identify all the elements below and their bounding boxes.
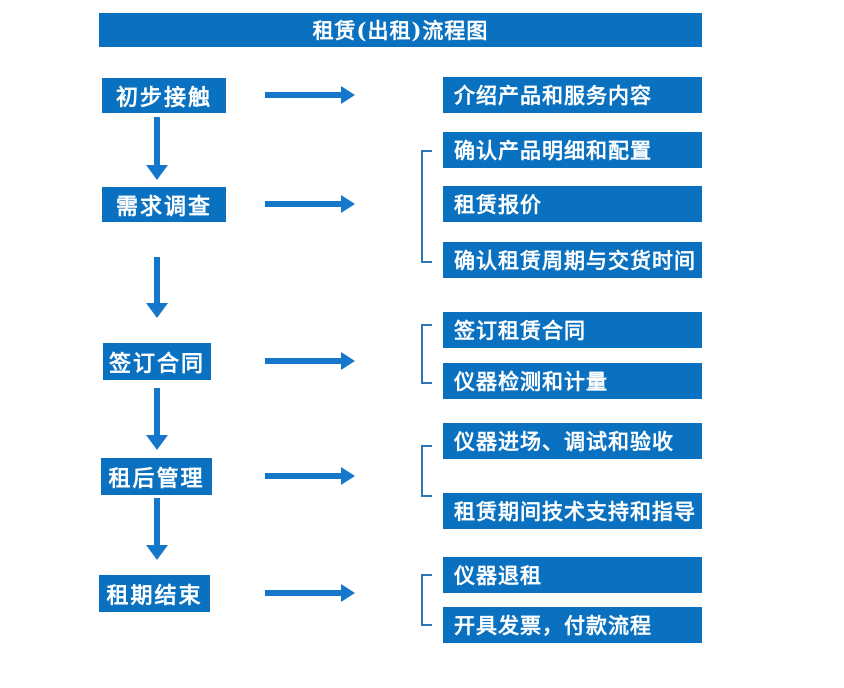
output-box-invoice-payment: 开具发票，付款流程 [443, 607, 702, 643]
step-box-sign-contract: 签订合同 [103, 343, 211, 380]
output-box-tech-support: 租赁期间技术支持和指导 [443, 493, 702, 529]
right-arrow-shaft [265, 92, 341, 98]
output-box-rental-quote: 租赁报价 [443, 186, 702, 222]
step-box-post-rental-management: 租后管理 [101, 458, 212, 495]
down-arrow-head [146, 165, 168, 180]
chart-title: 租赁(出租)流程图 [99, 13, 702, 47]
down-arrow-shaft [154, 498, 160, 546]
down-arrow-head [146, 545, 168, 560]
right-arrow-shaft [265, 590, 341, 596]
step-box-rental-end: 租期结束 [99, 575, 210, 612]
output-box-sign-rental-contract: 签订租赁合同 [443, 312, 702, 348]
group-bracket [421, 574, 432, 626]
step-box-needs-survey: 需求调查 [102, 187, 226, 222]
right-arrow-shaft [265, 201, 341, 207]
output-box-instrument-testing: 仪器检测和计量 [443, 363, 702, 399]
group-bracket [421, 445, 432, 497]
right-arrow-head [341, 352, 355, 370]
down-arrow-shaft [154, 117, 160, 166]
group-bracket [421, 324, 432, 384]
down-arrow-head [146, 303, 168, 318]
output-box-confirm-period-delivery: 确认租赁周期与交货时间 [443, 242, 702, 278]
down-arrow-shaft [154, 257, 160, 304]
step-box-initial-contact: 初步接触 [102, 78, 226, 113]
down-arrow-shaft [154, 388, 160, 436]
output-box-introduce-products: 介绍产品和服务内容 [443, 77, 702, 113]
down-arrow-head [146, 435, 168, 450]
right-arrow-shaft [265, 473, 341, 479]
group-bracket [421, 150, 432, 263]
right-arrow-head [341, 86, 355, 104]
right-arrow-head [341, 195, 355, 213]
right-arrow-head [341, 584, 355, 602]
output-box-confirm-details: 确认产品明细和配置 [443, 132, 702, 168]
output-box-instrument-return: 仪器退租 [443, 557, 702, 593]
right-arrow-shaft [265, 358, 341, 364]
right-arrow-head [341, 467, 355, 485]
output-box-instrument-setup: 仪器进场、调试和验收 [443, 423, 702, 459]
